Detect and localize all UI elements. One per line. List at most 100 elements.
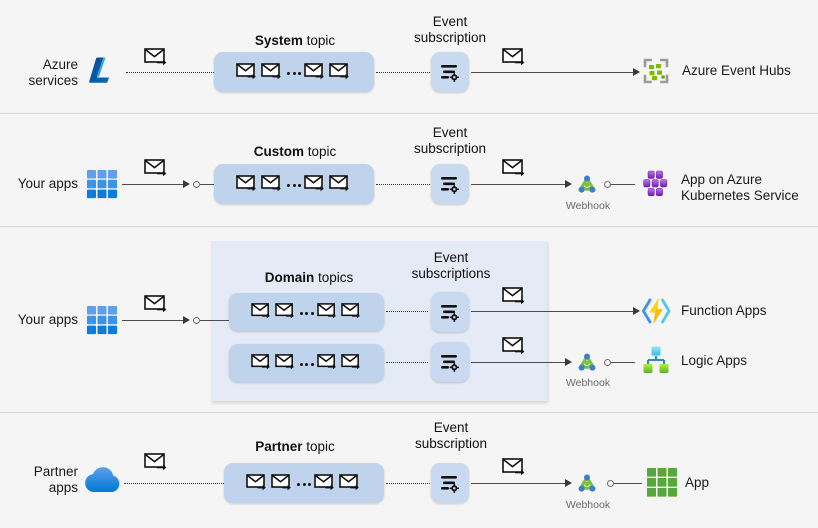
envelope-arrow-icon (304, 62, 324, 79)
azure-function-apps-icon (640, 295, 672, 327)
envelope-arrow-icon (502, 457, 528, 479)
system-source-label: Azure services (28, 57, 78, 88)
app-grid-green-icon (646, 467, 678, 499)
webhook-icon (574, 350, 600, 376)
arrow-head-icon (183, 315, 190, 324)
domain-subscription-box-2 (431, 342, 469, 382)
domain-handler-label-1: Function Apps (681, 303, 767, 318)
envelope-arrow-icon (314, 473, 334, 490)
partner-subscription-to-webhook (471, 483, 566, 484)
envelope-arrow-icon (144, 158, 170, 180)
envelope-arrow-icon (340, 354, 360, 370)
custom-topic-box (214, 164, 374, 204)
custom-subscription-title: Event subscription (413, 125, 487, 156)
connector-socket (604, 180, 611, 188)
envelope-arrow-icon (316, 354, 336, 370)
connector-socket (607, 479, 614, 487)
system-topic-to-subscription (376, 72, 430, 73)
domain-handler-label-2: Logic Apps (681, 353, 748, 368)
envelope-arrow-icon (144, 294, 170, 316)
app-grid-blue-icon (86, 304, 118, 336)
partner-source-connector (124, 483, 224, 484)
envelope-arrow-icon (144, 452, 170, 474)
row-divider-2 (0, 226, 818, 227)
domain-topic-title: Domain topics (264, 270, 354, 285)
filter-gear-icon (441, 177, 459, 194)
azure-event-hubs-icon (641, 56, 671, 86)
custom-webhook-to-handler (611, 184, 635, 185)
domain-subscription1-to-handler (471, 311, 634, 312)
partner-webhook-to-handler (614, 483, 642, 484)
row-divider-3 (0, 412, 818, 413)
envelope-arrow-icon (236, 62, 256, 79)
custom-subscription-box (431, 164, 469, 204)
envelope-arrow-icon (144, 47, 170, 69)
domain-topic-box-1 (229, 293, 384, 331)
envelope-arrow-icon (304, 174, 324, 191)
domain-source-label: Your apps (17, 312, 78, 327)
domain-webhook-to-handler (611, 362, 635, 363)
custom-source-label: Your apps (17, 176, 78, 191)
envelope-arrow-icon (250, 354, 270, 370)
filter-gear-icon (441, 355, 459, 372)
custom-socket-connector (200, 184, 215, 185)
domain-topic2-to-subscription (386, 362, 428, 363)
row-divider-1 (0, 113, 818, 114)
domain-socket-connector (200, 320, 230, 321)
arrow-head-icon (633, 306, 640, 315)
envelope-arrow-icon (271, 473, 291, 490)
azure-logo-icon (86, 54, 118, 86)
domain-topic-box-2 (229, 344, 384, 382)
partner-webhook-label: Webhook (565, 499, 611, 511)
ellipsis-dots (299, 354, 315, 372)
partner-source-label: Partner apps (33, 464, 78, 495)
partner-subscription-title: Event subscription (414, 420, 488, 451)
domain-subscription-title: Event subscriptions (411, 250, 491, 281)
azure-kubernetes-service-icon (640, 168, 672, 200)
envelope-arrow-icon (502, 47, 528, 69)
partner-topic-to-subscription (386, 483, 430, 484)
system-topic-title: System topic (254, 33, 336, 48)
ellipsis-dots (299, 303, 315, 321)
system-handler-label: Azure Event Hubs (682, 63, 791, 78)
system-topic-box (214, 52, 374, 92)
arrow-head-icon (633, 67, 640, 76)
envelope-arrow-icon (329, 174, 349, 191)
partner-subscription-box (431, 463, 469, 503)
arrow-head-icon (565, 179, 572, 188)
ellipsis-dots (286, 63, 302, 81)
app-grid-blue-icon (86, 168, 118, 200)
connector-socket (193, 180, 200, 188)
envelope-arrow-icon (246, 473, 266, 490)
custom-topic-title: Custom topic (253, 144, 337, 159)
system-subscription-box (431, 52, 469, 92)
envelope-arrow-icon (236, 174, 256, 191)
webhook-icon (574, 172, 600, 198)
azure-logic-apps-icon (640, 345, 672, 377)
partner-topic-box (224, 463, 384, 503)
system-source-connector (126, 72, 214, 73)
envelope-arrow-icon (261, 174, 281, 191)
envelope-arrow-icon (316, 303, 336, 319)
envelope-arrow-icon (339, 473, 359, 490)
envelope-arrow-icon (502, 286, 528, 308)
domain-subscription-box-1 (431, 292, 469, 332)
arrow-head-icon (183, 179, 190, 188)
ellipsis-dots (296, 474, 312, 492)
system-subscription-to-handler (471, 72, 634, 73)
custom-handler-label: App on Azure Kubernetes Service (681, 172, 799, 203)
partner-topic-title: Partner topic (255, 439, 335, 454)
envelope-arrow-icon (274, 303, 294, 319)
filter-gear-icon (441, 65, 459, 82)
ellipsis-dots (286, 175, 302, 193)
envelope-arrow-icon (250, 303, 270, 319)
arrow-head-icon (565, 478, 572, 487)
filter-gear-icon (441, 476, 459, 493)
custom-webhook-label: Webhook (565, 200, 611, 212)
domain-source-connector (122, 320, 184, 321)
domain-subscription2-to-webhook (471, 362, 566, 363)
envelope-arrow-icon (274, 354, 294, 370)
arrow-head-icon (565, 357, 572, 366)
custom-topic-to-subscription (376, 184, 430, 185)
envelope-arrow-icon (340, 303, 360, 319)
